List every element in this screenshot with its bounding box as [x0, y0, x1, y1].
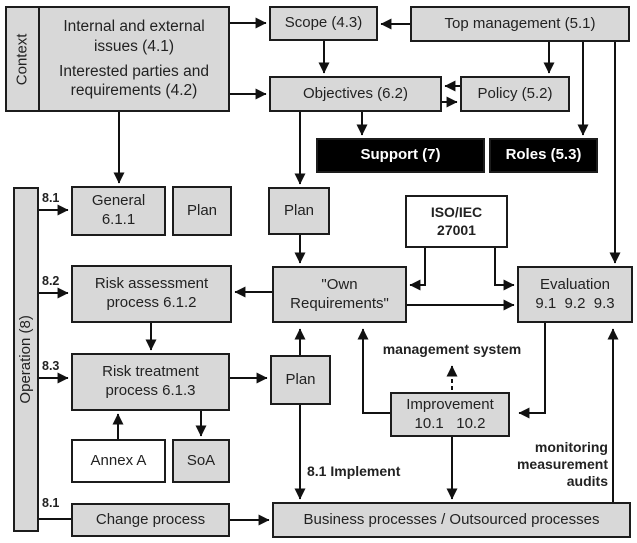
- monitoring-label: monitoring measurement audits: [516, 439, 608, 490]
- box-support: Support (7): [316, 138, 485, 173]
- clause-tag-81-change: 8.1: [42, 496, 60, 510]
- box-own-requirements: "Own Requirements": [272, 266, 407, 323]
- box-change-process: Change process: [71, 503, 230, 537]
- box-policy: Policy (5.2): [460, 76, 570, 112]
- box-plan-upper: Plan: [172, 186, 232, 236]
- box-soa: SoA: [172, 439, 230, 483]
- box-plan-lower: Plan: [270, 355, 331, 405]
- box-general-611: General 6.1.1: [71, 186, 166, 236]
- box-risk-assessment: Risk assessment process 6.1.2: [71, 265, 232, 323]
- box-objectives: Objectives (6.2): [269, 76, 442, 112]
- box-operation: Operation (8): [13, 187, 39, 532]
- issues-4-2-label: Interested parties and requirements (4.2…: [59, 63, 209, 100]
- issues-4-1-label: Internal and external issues (4.1): [63, 18, 205, 55]
- box-roles: Roles (5.3): [489, 138, 598, 173]
- box-annex-a: Annex A: [71, 439, 166, 483]
- clause-tag-81-general: 8.1: [42, 191, 60, 205]
- box-context: Context: [5, 6, 40, 112]
- box-risk-treatment: Risk treatment process 6.1.3: [71, 353, 230, 411]
- box-iso-27001: ISO/IEC 27001: [405, 195, 508, 248]
- box-top-management: Top management (5.1): [410, 6, 630, 42]
- box-context-issues: Internal and external issues (4.1) Inter…: [38, 6, 230, 112]
- management-system-label: management system: [382, 341, 522, 357]
- box-plan-middle: Plan: [268, 187, 330, 235]
- box-business-processes: Business processes / Outsourced processe…: [272, 502, 631, 538]
- box-improvement: Improvement 10.1 10.2: [390, 392, 510, 437]
- box-evaluation: Evaluation 9.1 9.2 9.3: [517, 266, 633, 323]
- box-scope: Scope (4.3): [269, 6, 378, 41]
- clause-tag-83: 8.3: [42, 359, 60, 373]
- implement-label: 8.1 Implement: [307, 463, 401, 479]
- clause-tag-82: 8.2: [42, 274, 60, 288]
